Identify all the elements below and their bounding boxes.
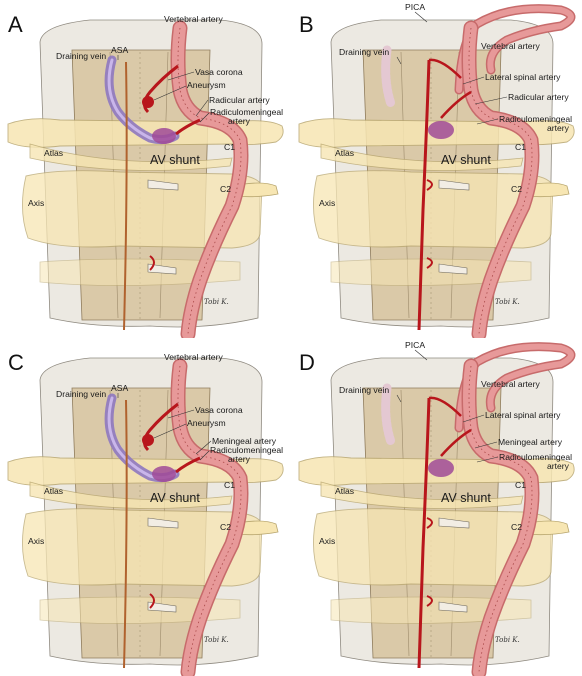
label-asa: ASA bbox=[111, 383, 128, 393]
label-c2: C2 bbox=[220, 184, 231, 194]
asa-vessel bbox=[123, 399, 128, 669]
label-atlas: Atlas bbox=[44, 486, 63, 496]
label-radicular-artery: Radicular artery bbox=[209, 95, 270, 105]
label-atlas: Atlas bbox=[335, 486, 354, 496]
label-lateral-spinal-artery: Lateral spinal artery bbox=[485, 72, 561, 82]
label-meningeal-artery: Meningeal artery bbox=[212, 436, 277, 446]
label-av-shunt: AV shunt bbox=[150, 491, 200, 505]
label-draining-vein: Draining vein bbox=[339, 47, 389, 57]
panel-letter: B bbox=[299, 12, 314, 37]
label-axis: Axis bbox=[28, 536, 44, 546]
label-av-shunt: AV shunt bbox=[441, 491, 491, 505]
label-c1: C1 bbox=[224, 142, 235, 152]
aneurysm-marker bbox=[142, 96, 154, 108]
label-draining-vein: Draining vein bbox=[56, 51, 106, 61]
label-aneurysm: Aneurysm bbox=[187, 80, 226, 90]
label-c1: C1 bbox=[515, 142, 526, 152]
av-shunt-marker bbox=[428, 459, 454, 477]
label-radiculomeningeal: Radiculomeningeal bbox=[210, 107, 283, 117]
label-axis: Axis bbox=[319, 198, 335, 208]
label-av-shunt: AV shunt bbox=[150, 153, 200, 167]
label-radicular-artery: Radicular artery bbox=[508, 92, 569, 102]
label-axis: Axis bbox=[28, 198, 44, 208]
label-aneurysm: Aneurysm bbox=[187, 418, 226, 428]
panel-letter: A bbox=[8, 12, 23, 37]
label-pica: PICA bbox=[405, 340, 425, 350]
label-c2: C2 bbox=[511, 184, 522, 194]
label-vertebral-artery: Vertebral artery bbox=[164, 352, 223, 362]
label-vertebral-artery: Vertebral artery bbox=[481, 379, 540, 389]
label-atlas: Atlas bbox=[44, 148, 63, 158]
artist-signature: Tobi K. bbox=[495, 636, 520, 644]
label-vasa-corona: Vasa corona bbox=[195, 67, 243, 77]
lateral-spinal-artery-vessel bbox=[417, 397, 431, 669]
label-c2: C2 bbox=[511, 522, 522, 532]
panel-letter: C bbox=[8, 350, 24, 375]
lateral-spinal-artery-vessel bbox=[417, 59, 431, 331]
draining-vein-vessel bbox=[381, 45, 396, 109]
label-c1: C1 bbox=[515, 480, 526, 490]
feeder-artery-vessel bbox=[440, 428, 472, 457]
label-vasa-corona: Vasa corona bbox=[195, 405, 243, 415]
label-asa: ASA bbox=[111, 45, 128, 55]
av-shunt-marker bbox=[152, 466, 176, 482]
aneurysm-marker bbox=[142, 434, 154, 446]
label-radiculomeningeal: Radiculomeningeal bbox=[499, 452, 572, 462]
label-radiculomeningeal-artery: artery bbox=[547, 461, 570, 471]
artist-signature: Tobi K. bbox=[495, 298, 520, 306]
feeder-artery-vessel bbox=[440, 90, 472, 119]
artist-signature: Tobi K. bbox=[204, 636, 229, 644]
label-radiculomeningeal: Radiculomeningeal bbox=[210, 445, 283, 455]
av-shunt-marker bbox=[152, 128, 176, 144]
label-radiculomeningeal-artery: artery bbox=[228, 454, 251, 464]
label-meningeal-artery: Meningeal artery bbox=[498, 437, 563, 447]
label-radiculomeningeal: Radiculomeningeal bbox=[499, 114, 572, 124]
label-radiculomeningeal-artery: artery bbox=[547, 123, 570, 133]
label-c1: C1 bbox=[224, 480, 235, 490]
feeder-artery-vessel bbox=[175, 456, 201, 474]
label-vertebral-artery: Vertebral artery bbox=[481, 41, 540, 51]
av-shunt-marker bbox=[428, 121, 454, 139]
label-vertebral-artery: Vertebral artery bbox=[164, 14, 223, 24]
label-draining-vein: Draining vein bbox=[56, 389, 106, 399]
label-radiculomeningeal-artery: artery bbox=[228, 116, 251, 126]
draining-vein-vessel bbox=[381, 383, 396, 447]
feeder-artery-vessel bbox=[175, 118, 201, 136]
label-atlas: Atlas bbox=[335, 148, 354, 158]
label-av-shunt: AV shunt bbox=[441, 153, 491, 167]
artist-signature: Tobi K. bbox=[204, 298, 229, 306]
panel-letter: D bbox=[299, 350, 315, 375]
label-pica: PICA bbox=[405, 2, 425, 12]
label-draining-vein: Draining vein bbox=[339, 385, 389, 395]
label-c2: C2 bbox=[220, 522, 231, 532]
asa-vessel bbox=[123, 61, 128, 331]
label-lateral-spinal-artery: Lateral spinal artery bbox=[485, 410, 561, 420]
label-axis: Axis bbox=[319, 536, 335, 546]
